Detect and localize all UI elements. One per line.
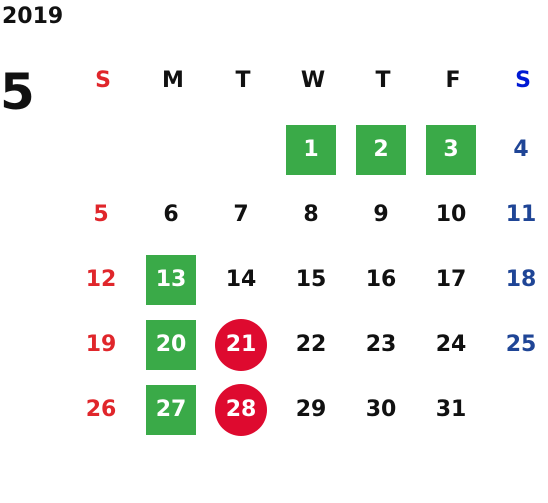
day-cell[interactable]: 18 [505,267,537,292]
day-cell[interactable]: 16 [365,267,397,292]
weekday-header-tuesday: T [235,68,251,93]
month-number: 5 [0,63,35,121]
weekday-header-friday: F [445,68,461,93]
day-cell[interactable]: 1 [286,125,336,175]
weekday-header-saturday: S [515,68,531,93]
day-cell[interactable]: 5 [93,202,109,227]
day-cell[interactable]: 3 [426,125,476,175]
day-cell[interactable]: 29 [295,397,327,422]
day-cell[interactable]: 12 [85,267,117,292]
day-cell[interactable]: 21 [215,319,267,371]
day-cell[interactable]: 24 [435,332,467,357]
day-cell[interactable]: 26 [85,397,117,422]
year-label: 2019 [2,4,64,29]
day-cell[interactable]: 22 [295,332,327,357]
weekday-header-thursday: T [375,68,391,93]
day-cell[interactable]: 23 [365,332,397,357]
day-cell[interactable]: 14 [225,267,257,292]
day-cell[interactable]: 6 [163,202,179,227]
day-cell[interactable]: 20 [146,320,196,370]
day-cell[interactable]: 8 [303,202,319,227]
day-cell[interactable]: 30 [365,397,397,422]
day-cell[interactable]: 2 [356,125,406,175]
day-cell[interactable]: 19 [85,332,117,357]
day-cell[interactable]: 10 [435,202,467,227]
weekday-header-wednesday: W [300,68,326,93]
day-cell[interactable]: 27 [146,385,196,435]
day-cell[interactable]: 31 [435,397,467,422]
day-cell[interactable]: 25 [505,332,537,357]
day-cell[interactable]: 17 [435,267,467,292]
weekday-header-monday: M [162,68,184,93]
day-cell[interactable]: 13 [146,255,196,305]
weekday-header-sunday: S [95,68,111,93]
day-cell[interactable]: 4 [513,137,529,162]
day-cell[interactable]: 15 [295,267,327,292]
day-cell[interactable]: 11 [505,202,537,227]
day-cell[interactable]: 7 [233,202,249,227]
day-cell[interactable]: 9 [373,202,389,227]
day-cell[interactable]: 28 [215,384,267,436]
